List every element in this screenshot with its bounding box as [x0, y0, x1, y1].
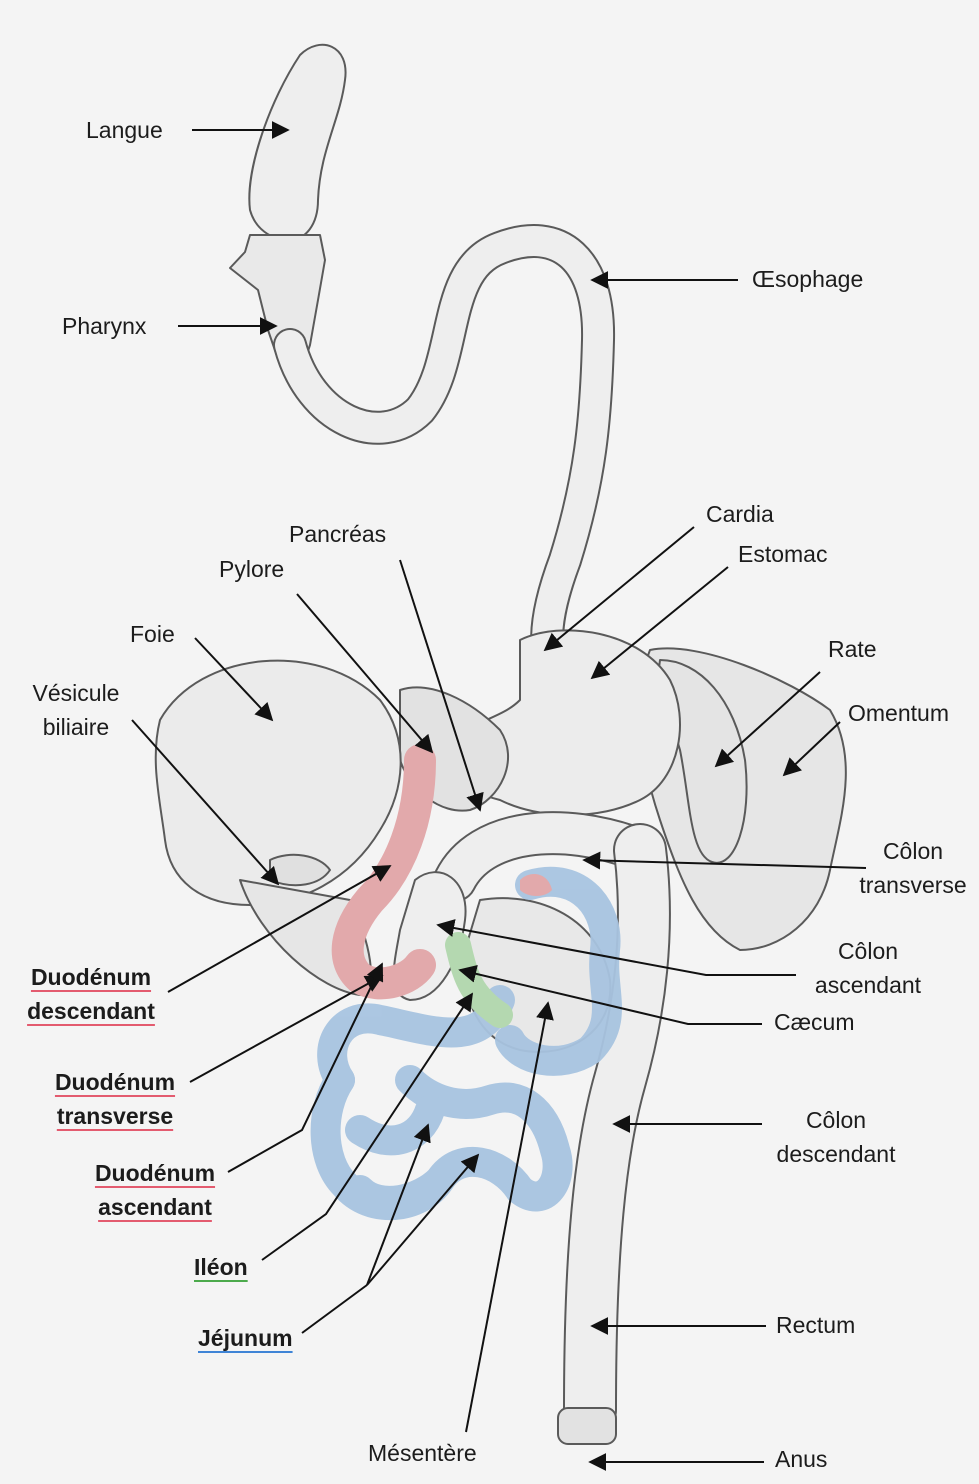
label-pharynx: Pharynx: [62, 309, 146, 343]
anus-ring: [558, 1408, 616, 1444]
label-colon-descendant-line2: descendant: [764, 1137, 908, 1171]
label-estomac: Estomac: [738, 537, 827, 571]
label-duodenum-ascendant-line1: Duodénum: [84, 1156, 226, 1190]
label-duodenum-transverse: Duodénum transverse: [44, 1065, 186, 1133]
label-colon-transverse: Côlon transverse: [848, 834, 978, 902]
label-ileon-text: Iléon: [194, 1250, 248, 1284]
label-rectum: Rectum: [776, 1308, 855, 1342]
label-duodenum-descendant-line2: descendant: [18, 994, 164, 1028]
label-anus: Anus: [775, 1442, 827, 1476]
label-duodenum-descendant-line1: Duodénum: [18, 960, 164, 994]
label-jejunum-text: Jéjunum: [198, 1321, 293, 1355]
label-pylore: Pylore: [219, 552, 284, 586]
label-langue: Langue: [86, 113, 163, 147]
label-omentum: Omentum: [848, 696, 949, 730]
label-vesicule-line1: Vésicule: [26, 676, 126, 710]
label-colon-ascendant: Côlon ascendant: [800, 934, 936, 1002]
label-mesentere: Mésentère: [368, 1436, 477, 1470]
label-duodenum-descendant: Duodénum descendant: [18, 960, 164, 1028]
label-caecum: Cæcum: [774, 1005, 855, 1039]
label-ileon: Iléon: [194, 1250, 248, 1284]
label-duodenum-transverse-line2: transverse: [44, 1099, 186, 1133]
label-jejunum: Jéjunum: [198, 1321, 293, 1355]
label-duodenum-ascendant-line2: ascendant: [84, 1190, 226, 1224]
label-colon-ascendant-line1: Côlon: [800, 934, 936, 968]
label-colon-transverse-line2: transverse: [848, 868, 978, 902]
label-pancreas: Pancréas: [289, 517, 386, 551]
label-vesicule-biliaire: Vésicule biliaire: [26, 676, 126, 744]
label-duodenum-ascendant: Duodénum ascendant: [84, 1156, 226, 1224]
label-foie: Foie: [130, 617, 175, 651]
label-duodenum-transverse-line1: Duodénum: [44, 1065, 186, 1099]
label-cardia: Cardia: [706, 497, 774, 531]
label-colon-descendant: Côlon descendant: [764, 1103, 908, 1171]
label-colon-transverse-line1: Côlon: [848, 834, 978, 868]
label-oesophage: Œsophage: [752, 262, 863, 296]
label-rate: Rate: [828, 632, 877, 666]
label-colon-descendant-line1: Côlon: [764, 1103, 908, 1137]
label-colon-ascendant-line2: ascendant: [800, 968, 936, 1002]
label-vesicule-line2: biliaire: [26, 710, 126, 744]
